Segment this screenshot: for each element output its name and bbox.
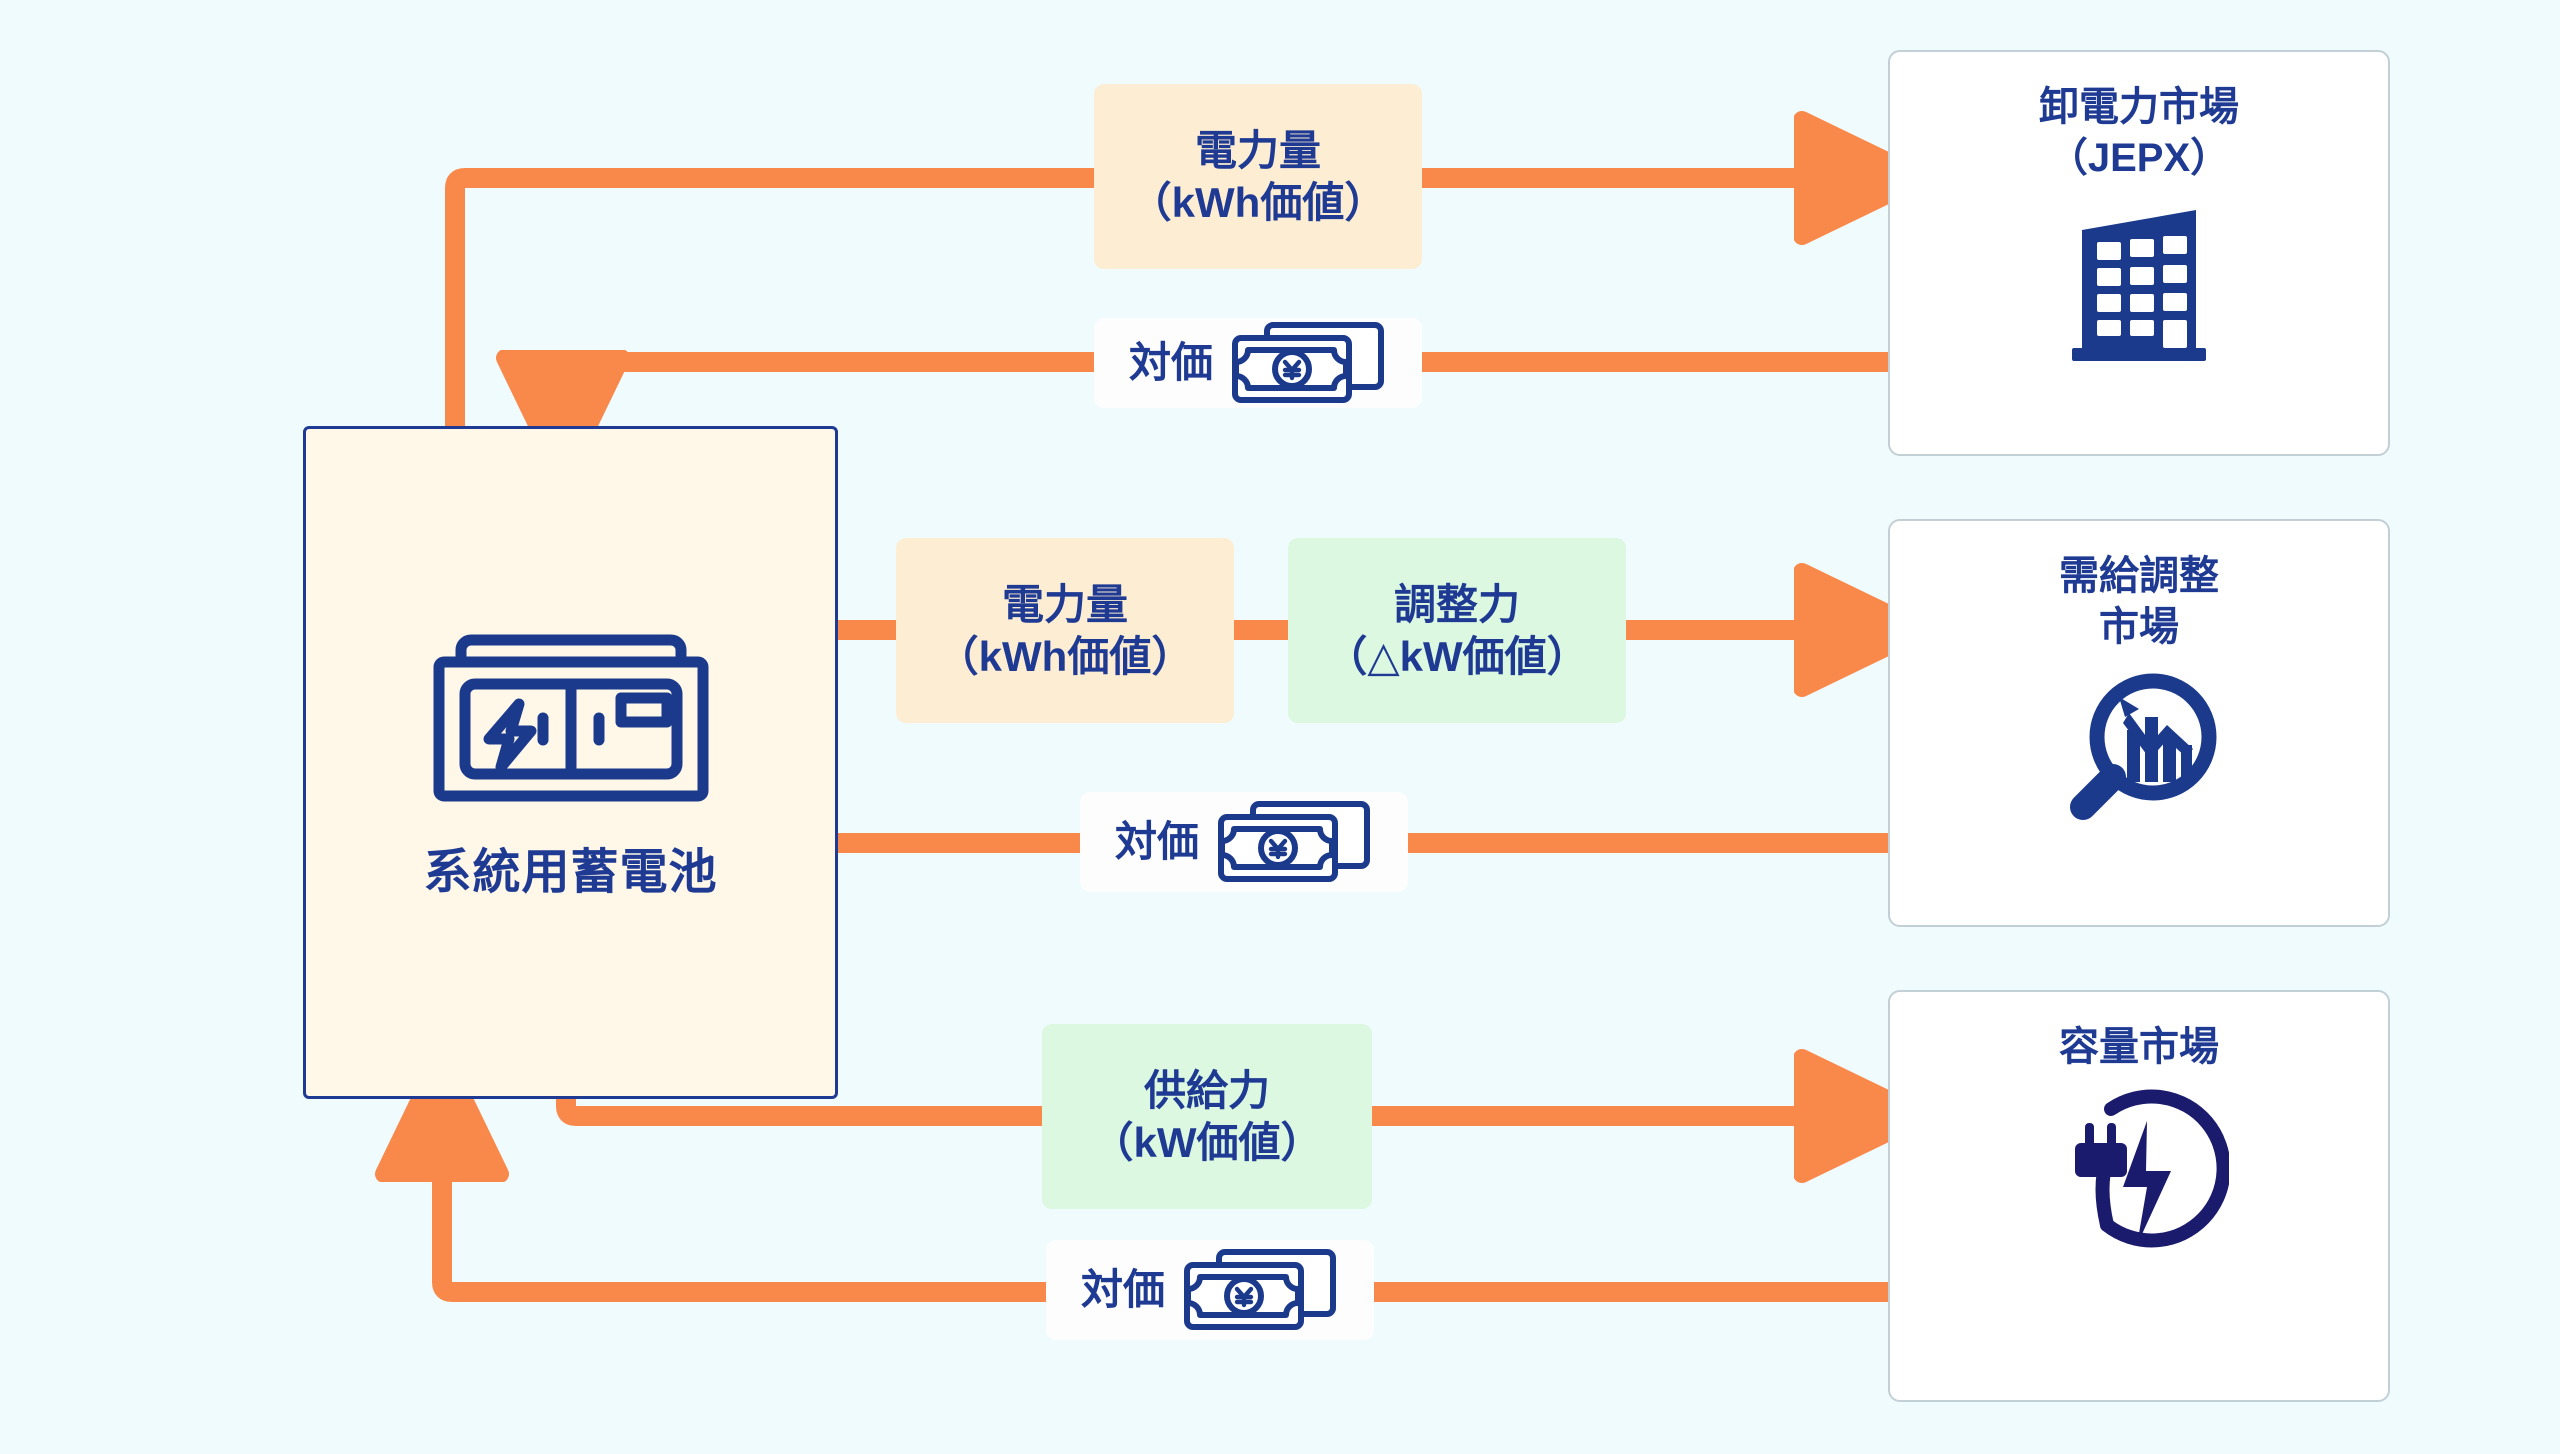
flow-label-kwh-top-text: 電力量 （kWh価値） bbox=[1129, 127, 1387, 226]
flow-label-taika-bottom-text: 対価 bbox=[1080, 1266, 1165, 1314]
flow-label-kyokyuryoku: 供給力 （kW価値） bbox=[1042, 1024, 1372, 1209]
flow-label-kyokyuryoku-text: 供給力 （kW価値） bbox=[1091, 1067, 1323, 1166]
plug-lightning-icon bbox=[2075, 1089, 2229, 1248]
market-title-balancing: 需給調整 市場 bbox=[2059, 554, 2219, 650]
storage-battery-node[interactable]: 系統用蓄電池 bbox=[303, 426, 838, 1099]
flow-label-kwh-mid: 電力量 （kWh価値） bbox=[896, 538, 1234, 723]
flow-label-kwh-mid-text: 電力量 （kWh価値） bbox=[936, 581, 1194, 680]
flow-label-taika-top: 対価 bbox=[1094, 318, 1422, 408]
storage-battery-label: 系統用蓄電池 bbox=[423, 845, 718, 899]
banknote-yen-icon bbox=[1218, 801, 1370, 882]
flow-label-taika-bottom: 対価 bbox=[1046, 1240, 1374, 1340]
flow-label-chouseiryoku-text: 調整力 （△kW価値） bbox=[1325, 581, 1589, 680]
market-title-capacity: 容量市場 bbox=[2059, 1025, 2219, 1069]
flow-label-chouseiryoku: 調整力 （△kW価値） bbox=[1288, 538, 1626, 723]
office-building-icon bbox=[2072, 210, 2206, 362]
flow-label-taika-mid-text: 対価 bbox=[1114, 818, 1199, 866]
flow-label-taika-mid: 対価 bbox=[1080, 792, 1408, 892]
banknote-yen-icon bbox=[1232, 322, 1384, 403]
market-node-balancing[interactable]: 需給調整 市場 bbox=[1888, 519, 2390, 927]
market-node-jepx[interactable]: 卸電力市場 （JEPX） bbox=[1888, 50, 2390, 456]
market-title-jepx: 卸電力市場 （JEPX） bbox=[2039, 85, 2239, 181]
flow-label-kwh-top: 電力量 （kWh価値） bbox=[1094, 84, 1422, 269]
flow-label-taika-top-text: 対価 bbox=[1128, 339, 1213, 387]
magnifier-bar-chart-icon bbox=[2070, 673, 2217, 821]
market-node-capacity[interactable]: 容量市場 bbox=[1888, 990, 2390, 1402]
grid-battery-icon bbox=[433, 634, 708, 801]
banknote-yen-icon bbox=[1184, 1249, 1336, 1330]
